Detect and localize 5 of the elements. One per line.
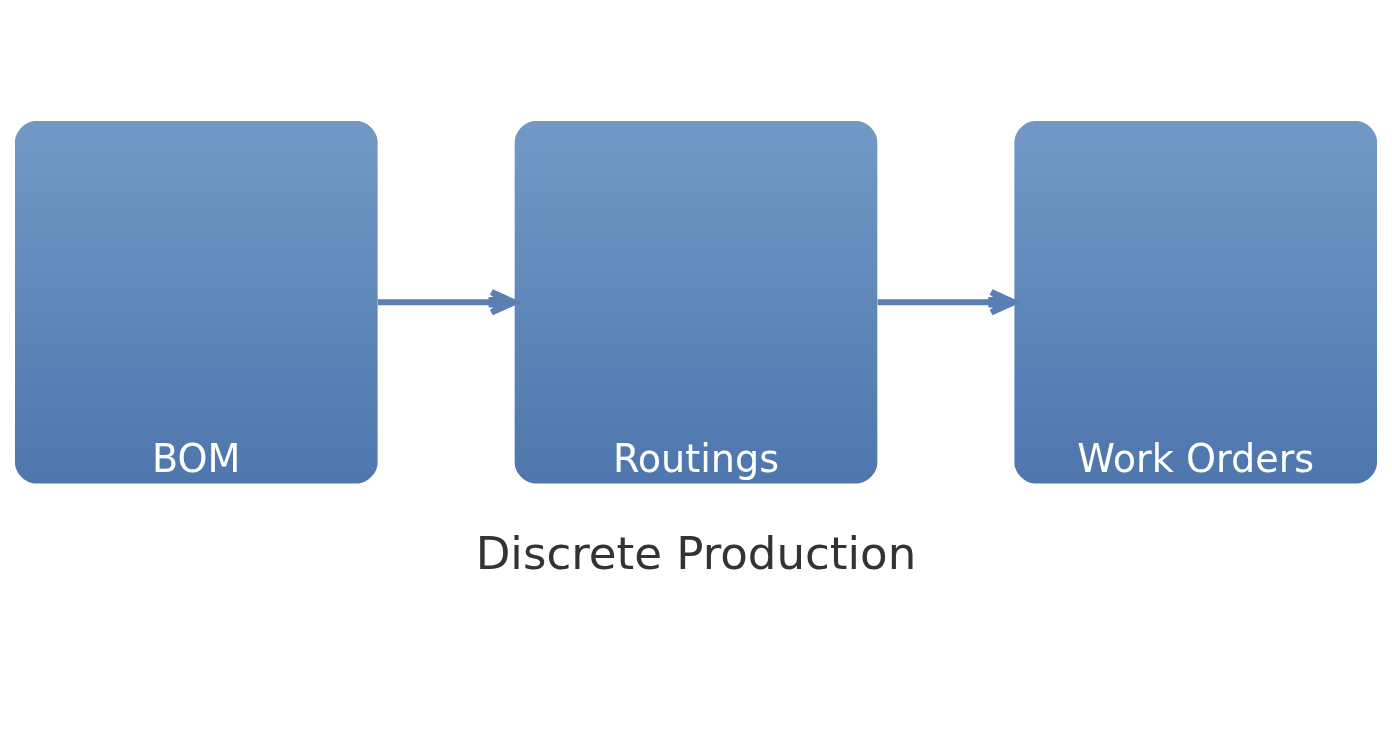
node-box: BOM: [14, 120, 378, 484]
node-box: Routings: [514, 120, 878, 484]
caption: Discrete Production: [475, 527, 917, 581]
arrow: [377, 289, 518, 316]
node-box: Work Orders: [1014, 120, 1378, 484]
